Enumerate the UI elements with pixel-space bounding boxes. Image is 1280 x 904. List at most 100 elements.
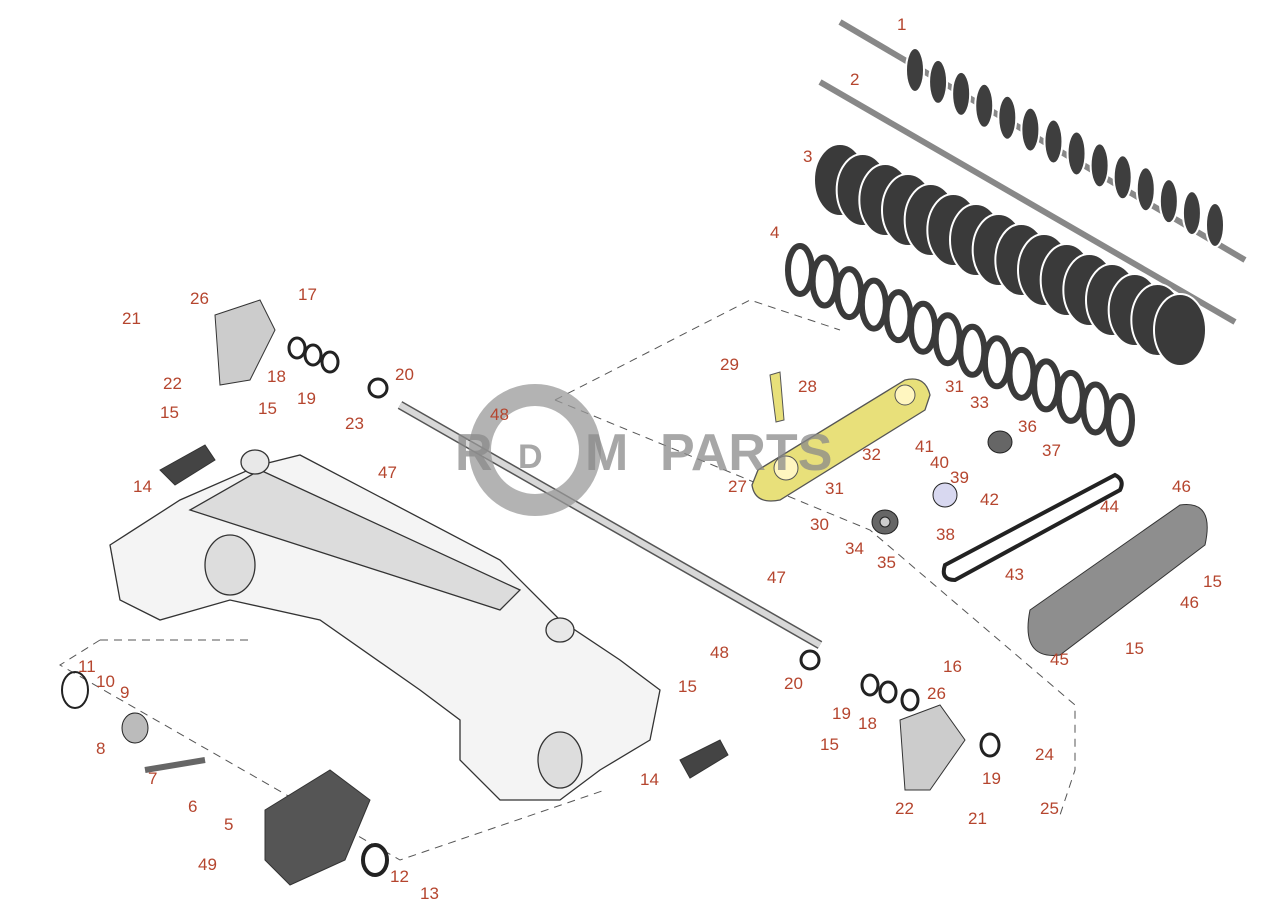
callout-26: 26 [927, 684, 946, 703]
belt-43 [941, 472, 1124, 583]
callout-15: 15 [820, 735, 839, 754]
callout-14: 14 [640, 770, 659, 789]
auger-flight-3 [813, 143, 1207, 367]
callout-11: 11 [78, 657, 96, 676]
callout-15: 15 [678, 677, 697, 696]
callout-21: 21 [122, 309, 141, 328]
belt-cover-45 [1027, 504, 1208, 656]
drive-plate [751, 371, 931, 502]
callout-38: 38 [936, 525, 955, 544]
bracket-28 [769, 371, 785, 423]
auger-flight-turn [809, 254, 840, 309]
callout-5: 5 [224, 815, 233, 834]
watermark-d: D [518, 438, 543, 476]
auger-flight-turn [1031, 358, 1062, 413]
callout-19: 19 [982, 769, 1001, 788]
auger-flight-turn [1153, 293, 1207, 367]
o-ring-11 [61, 671, 89, 709]
callout-9: 9 [120, 683, 129, 702]
callout-18: 18 [858, 714, 877, 733]
callout-20: 20 [395, 365, 414, 384]
watermark-r: R [455, 424, 493, 482]
watermark-parts: PARTS [660, 424, 832, 482]
callout-47: 47 [767, 568, 786, 587]
callout-2: 2 [850, 70, 859, 89]
callout-12: 12 [390, 867, 409, 886]
callout-31: 31 [825, 479, 844, 498]
callout-33: 33 [970, 393, 989, 412]
callout-22: 22 [163, 374, 182, 393]
auger-flight-turn [1055, 369, 1086, 424]
callout-19: 19 [297, 389, 316, 408]
auger-flight-turn [951, 70, 972, 117]
auger-flight-turn [1135, 166, 1156, 213]
auger-flight-turn [1020, 106, 1041, 153]
callout-19: 19 [832, 704, 851, 723]
callout-14: 14 [133, 477, 152, 496]
bearing-housings [159, 299, 966, 886]
auger-flight-turn [981, 335, 1012, 390]
callout-24: 24 [1035, 745, 1054, 764]
washer-20 [799, 649, 821, 671]
callout-15: 15 [258, 399, 277, 418]
callout-29: 29 [720, 355, 739, 374]
washer-20-top [367, 377, 389, 399]
callout-6: 6 [188, 797, 197, 816]
callout-48: 48 [490, 405, 509, 424]
callout-40: 40 [930, 453, 949, 472]
auger-flight-turn [1066, 130, 1087, 177]
callout-45: 45 [1050, 650, 1069, 669]
callout-20: 20 [784, 674, 803, 693]
callout-31: 31 [945, 377, 964, 396]
callout-35: 35 [877, 553, 896, 572]
callout-23: 23 [345, 414, 364, 433]
auger-flight-turn [908, 300, 939, 355]
callout-47: 47 [378, 463, 397, 482]
auger-flight-turn [928, 58, 949, 105]
callout-46: 46 [1172, 477, 1191, 496]
watermark-m: M [585, 424, 628, 482]
watermark-logo: R D M PARTS [455, 384, 832, 516]
callout-42: 42 [980, 490, 999, 509]
callout-43: 43 [1005, 565, 1024, 584]
callout-25: 25 [1040, 799, 1059, 818]
auger-flight-turn [1080, 381, 1111, 436]
callout-32: 32 [862, 445, 881, 464]
callout-21: 21 [968, 809, 987, 828]
gearbox-49 [264, 769, 371, 886]
callout-15: 15 [160, 403, 179, 422]
callout-10: 10 [96, 672, 115, 691]
auger-flight-turn [957, 323, 988, 378]
callout-8: 8 [96, 739, 105, 758]
callout-15: 15 [1203, 572, 1222, 591]
callout-22: 22 [895, 799, 914, 818]
auger-shafts [785, 19, 1247, 447]
auger-flight-turn [1089, 142, 1110, 189]
auger-flight-turn [785, 243, 815, 297]
callout-13: 13 [420, 884, 439, 903]
auger-flight-turn [1181, 190, 1202, 237]
callout-44: 44 [1100, 497, 1119, 516]
callout-17: 17 [298, 285, 317, 304]
callout-15: 15 [1125, 639, 1144, 658]
auger-flight-turn [905, 47, 925, 93]
auger-flight-turn [1105, 393, 1135, 447]
callout-49: 49 [198, 855, 217, 874]
auger-flight-turn [834, 266, 865, 321]
auger-flight-turn [1205, 202, 1225, 248]
auger-flight-turn [1006, 346, 1037, 401]
auger-flight-turn [858, 277, 889, 332]
callout-46: 46 [1180, 593, 1199, 612]
callout-7: 7 [148, 769, 157, 788]
callout-34: 34 [845, 539, 864, 558]
callout-16: 16 [943, 657, 962, 676]
auger-flight-turn [1158, 178, 1179, 225]
callout-48: 48 [710, 643, 729, 662]
callout-18: 18 [267, 367, 286, 386]
callout-27: 27 [728, 477, 747, 496]
callout-30: 30 [810, 515, 829, 534]
auger-flight-4 [785, 243, 1135, 447]
